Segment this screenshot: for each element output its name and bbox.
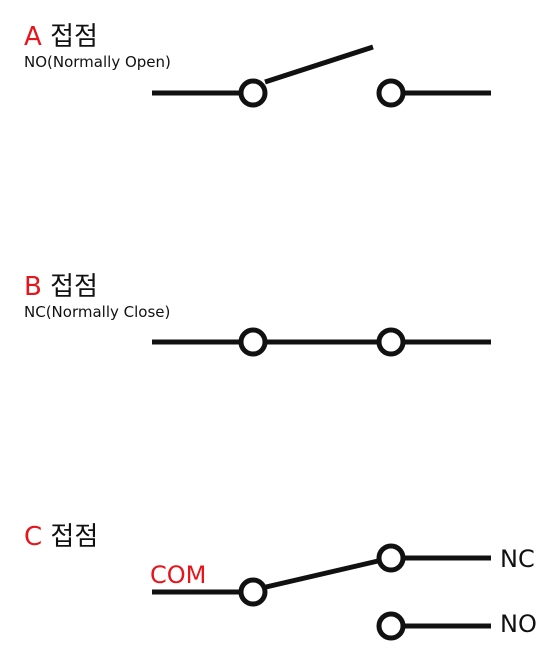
section-c-title: C 접점 [24, 522, 98, 552]
no-terminal [376, 611, 406, 641]
no-contact-symbol [152, 44, 491, 108]
section-b-subtitle: NC(Normally Close) [24, 303, 171, 321]
section-b-title: B 접점 [24, 272, 98, 302]
section-a-subtitle: NO(Normally Open) [24, 53, 171, 71]
no-label: NO [500, 610, 537, 638]
com-terminal [238, 577, 268, 607]
section-c-letter: C [24, 522, 43, 552]
no-right-terminal [376, 78, 406, 108]
c-lever [265, 558, 379, 590]
section-a-label: 접점 [50, 22, 98, 52]
no-open-lever [264, 44, 374, 85]
nc-terminal [376, 543, 406, 573]
nc-label: NC [500, 545, 535, 573]
c-contact-symbol [152, 543, 491, 641]
no-left-terminal [238, 78, 268, 108]
com-label: COM [150, 561, 207, 589]
nc-right-terminal [376, 327, 406, 357]
section-b-label: 접점 [50, 272, 98, 302]
section-c-label: 접점 [50, 522, 99, 552]
section-b-letter: B [24, 272, 42, 302]
nc-left-terminal [238, 327, 268, 357]
section-a-letter: A [24, 22, 42, 52]
section-a-title: A 접점 [24, 22, 98, 52]
nc-contact-symbol [152, 327, 491, 357]
